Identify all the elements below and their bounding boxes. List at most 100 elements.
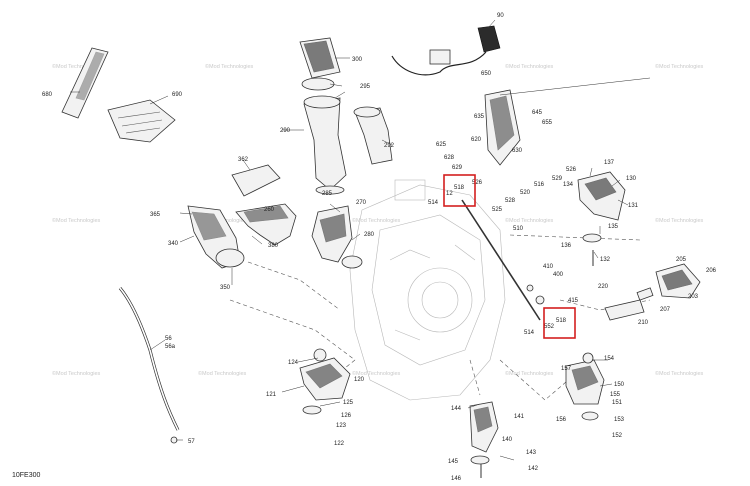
callout: 415 (568, 298, 579, 304)
callout: 300 (352, 57, 363, 63)
callout: 526 (472, 180, 483, 186)
part-136-rubber (582, 233, 602, 266)
callout: 620 (471, 137, 482, 143)
callout: 150 (614, 382, 625, 388)
part-130-mount (577, 171, 626, 221)
engine-outline (349, 179, 506, 401)
callout: 56 (165, 336, 172, 342)
callout: 280 (364, 232, 375, 238)
callout: 141 (514, 414, 525, 420)
watermark: ©Mod Technologies (52, 217, 101, 224)
leader-lines (70, 19, 651, 461)
callout: 90 (497, 13, 504, 19)
part-280-ring (341, 255, 363, 269)
callout: 525 (492, 207, 503, 213)
part-150-mount-right (565, 352, 605, 421)
callout: 635 (474, 114, 485, 120)
highlight-boxes (443, 174, 576, 339)
watermark: ©Mod Technologies (352, 217, 401, 224)
part-270-boot (311, 205, 353, 263)
callout: 270 (356, 200, 367, 206)
callout: 290 (280, 128, 291, 134)
part-340-housing (187, 205, 245, 269)
callout: 625 (436, 142, 447, 148)
callout: 143 (526, 450, 537, 456)
callout: 137 (604, 160, 615, 166)
callout: 529 (552, 176, 563, 182)
callout: 135 (608, 224, 619, 230)
callout: 520 (520, 190, 531, 196)
watermark: ©Mod Technologies (655, 63, 704, 70)
callout: 650 (481, 71, 492, 77)
callout: 380 (268, 243, 279, 249)
callout: 140 (502, 437, 513, 443)
watermark: ©Mod Technologies (198, 370, 247, 377)
part-680-panel (61, 47, 109, 119)
callout: 220 (598, 284, 609, 290)
part-203-mount (655, 263, 701, 299)
part-292-duct (353, 106, 393, 165)
callout: 131 (628, 203, 639, 209)
callout: 56a (165, 344, 176, 350)
watermark: ©Mod Technologies (505, 63, 554, 70)
callout: 518 (454, 185, 465, 191)
part-300-airbox-top (299, 37, 341, 91)
part-290-intake-duct (303, 95, 347, 191)
callout: 122 (334, 441, 345, 447)
callout: 151 (612, 400, 623, 406)
callout: 155 (610, 392, 621, 398)
part-650-pedal-bracket (484, 89, 521, 166)
callouts: 90 300 650 295 680 690 635 645 655 290 2… (42, 13, 717, 482)
callout: 57 (188, 439, 195, 445)
watermark: ©Mod Technologies (505, 217, 554, 224)
callout: 134 (563, 182, 574, 188)
part-90-sensor (391, 25, 501, 76)
callout: 120 (354, 377, 365, 383)
callout: 628 (444, 155, 455, 161)
callout: 205 (676, 257, 687, 263)
callout: 514 (428, 200, 439, 206)
callout: 152 (612, 433, 623, 439)
callout: 136 (561, 243, 572, 249)
diagram-code: 10FE300 (12, 472, 41, 479)
callout: 340 (168, 241, 179, 247)
callout: 156 (556, 417, 567, 423)
watermark: ©Mod Technologies (655, 217, 704, 224)
highlight-box-518-upper (443, 174, 476, 207)
callout: 206 (706, 268, 717, 274)
callout: 121 (266, 392, 277, 398)
part-690-tray (107, 99, 176, 143)
part-210-lever (604, 287, 654, 321)
callout: 285 (322, 191, 333, 197)
callout: 123 (336, 423, 347, 429)
watermark: ©Mod Technologies (655, 370, 704, 377)
callout: 410 (543, 264, 554, 270)
callout: 552 (544, 324, 555, 330)
callout: 260 (264, 207, 275, 213)
callout: 526 (566, 167, 577, 173)
callout: 516 (534, 182, 545, 188)
callout: 154 (604, 356, 615, 362)
watermark: ©Mod Technologies (352, 370, 401, 377)
part-120-mount-left (299, 348, 351, 415)
callout: 157 (561, 366, 572, 372)
callout: 126 (341, 413, 352, 419)
callout: 153 (614, 417, 625, 423)
callout: 510 (513, 226, 524, 232)
callout: 124 (288, 360, 299, 366)
callout: 132 (600, 257, 611, 263)
callout: 125 (343, 400, 354, 406)
callout: 630 (512, 148, 523, 154)
callout: 146 (451, 476, 462, 482)
callout: 142 (528, 466, 539, 472)
part-285-clamp (315, 185, 345, 195)
callout: 400 (553, 272, 564, 278)
callout: 350 (220, 285, 231, 291)
callout: 680 (42, 92, 53, 98)
callout: 518 (556, 318, 567, 324)
watermark: ©Mod Technologies (505, 370, 554, 377)
callout: 528 (505, 198, 516, 204)
part-56-hose (118, 287, 180, 444)
callout: 210 (638, 320, 649, 326)
